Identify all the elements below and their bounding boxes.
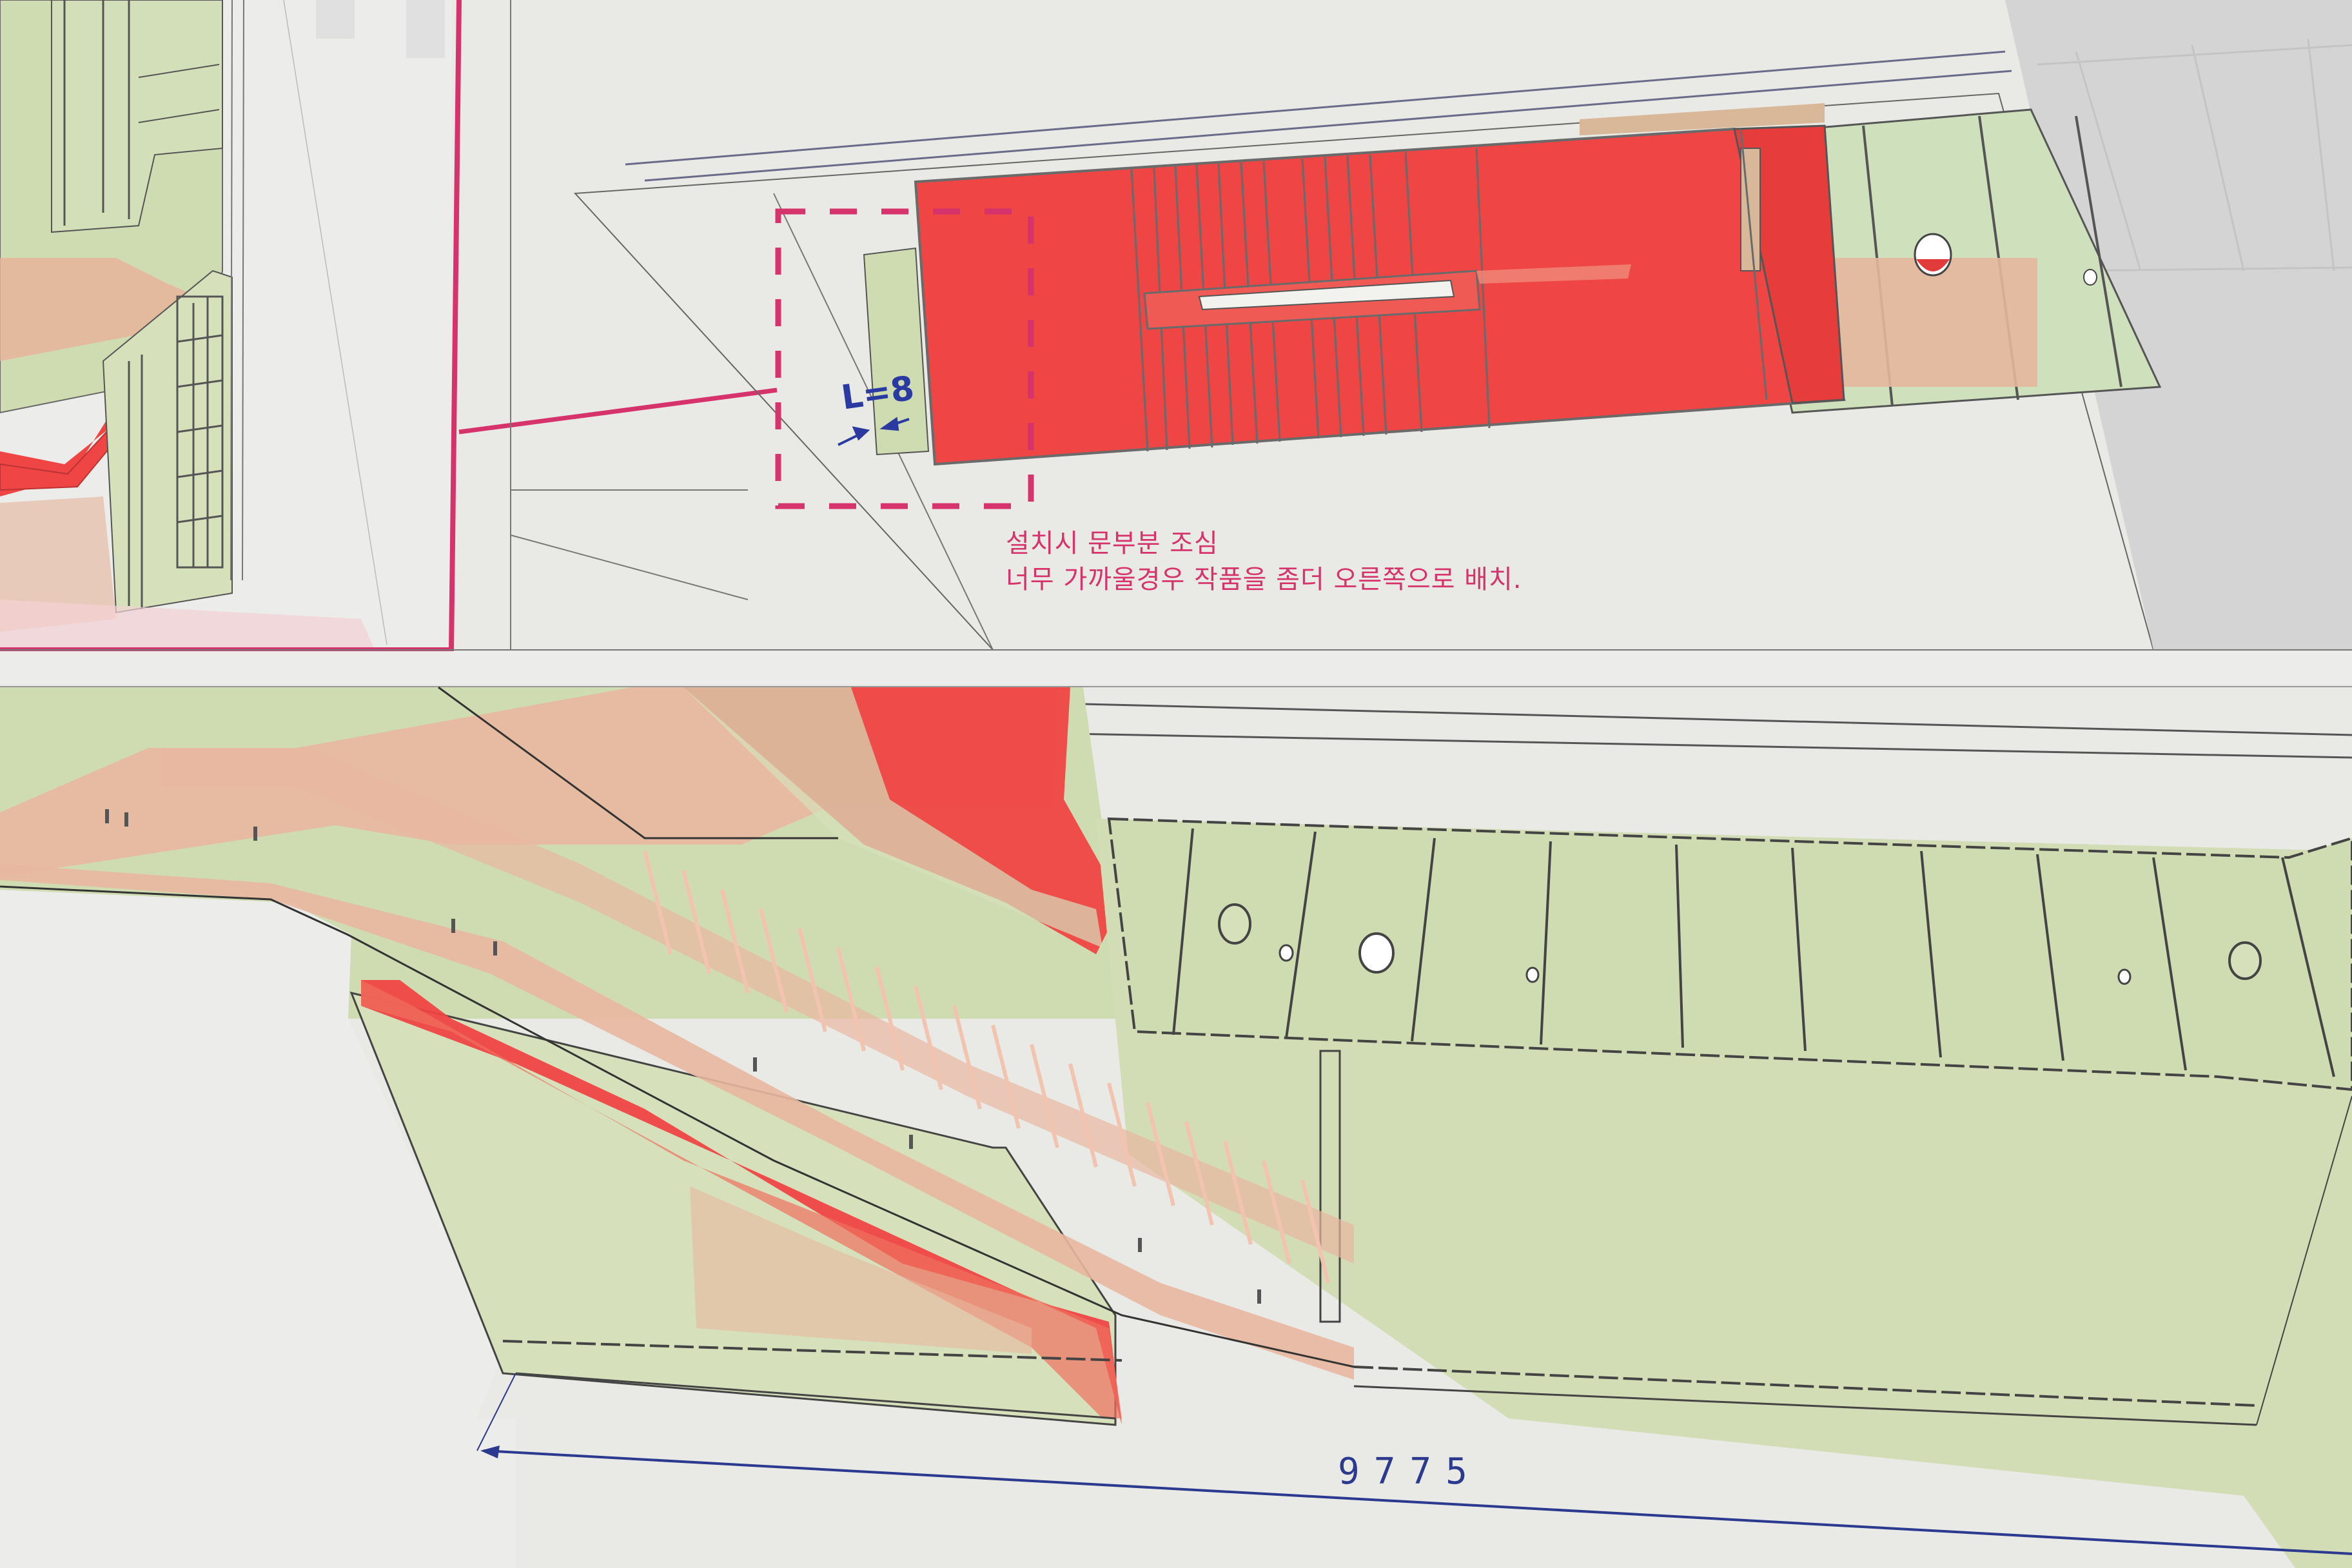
note-line-1: 설치시 문부분 조심 (1006, 529, 1219, 558)
dimension-line (483, 1449, 2352, 1555)
callout-leader-line (458, 387, 778, 435)
callout-dashed-box (775, 208, 1034, 509)
top-plan-view (510, 0, 2352, 651)
inset-building-view (0, 0, 462, 652)
bottom-stair-section (0, 686, 2352, 1568)
dimension-label: 9775 (1338, 1451, 1482, 1493)
installation-note: 설치시 문부분 조심 너무 가까울경우 작품을 좀더 오른쪽으로 배치. (1006, 525, 1522, 598)
note-line-2: 너무 가까울경우 작품을 좀더 오른쪽으로 배치. (1006, 565, 1522, 594)
